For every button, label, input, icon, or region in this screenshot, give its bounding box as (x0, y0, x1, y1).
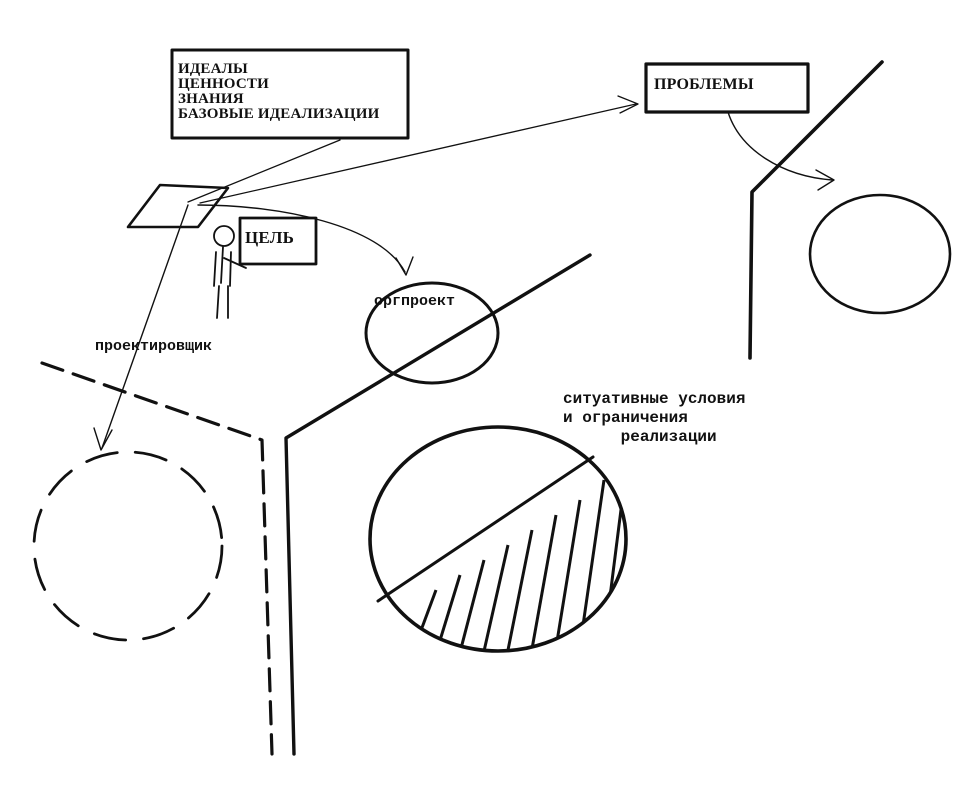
left-dashed-boundary (42, 363, 272, 754)
conditions-line-1: ситуативные условия (563, 390, 745, 408)
orgproject-label: оргпроект (374, 294, 455, 309)
problems-label: ПРОБЛЕМЫ (654, 77, 754, 93)
arrow-to-orgproject (198, 205, 405, 272)
arrow-to-dashed-circle (102, 205, 188, 448)
ideals-line-ideals: ИДЕАЛЫ (178, 62, 379, 77)
ideals-box-text: ИДЕАЛЫ ЦЕННОСТИ ЗНАНИЯ БАЗОВЫЕ ИДЕАЛИЗАЦ… (178, 62, 379, 122)
ideals-line-knowledge: ЗНАНИЯ (178, 92, 379, 107)
designer-label: проектировщик (95, 339, 212, 354)
conditions-line-3: реализации (621, 428, 717, 446)
arrowhead-orgproject (396, 257, 413, 275)
ray-to-ideals (188, 140, 340, 202)
ideals-line-values: ЦЕННОСТИ (178, 77, 379, 92)
arrowhead-dashed-circle (94, 428, 112, 450)
dashed-circle (34, 452, 222, 640)
right-circle (810, 195, 950, 313)
goal-label: ЦЕЛЬ (245, 229, 294, 246)
central-boundary-line (286, 255, 590, 754)
conditions-circle (370, 427, 626, 651)
conditions-circle-group (370, 427, 626, 660)
ideals-line-idealizations: БАЗОВЫЕ ИДЕАЛИЗАЦИИ (178, 107, 379, 122)
conditions-diagonal (378, 457, 593, 601)
conditions-line-2: и ограничения (563, 409, 688, 427)
conditions-label: ситуативные условия и ограничения реализ… (563, 390, 745, 447)
right-boundary-line (750, 62, 882, 358)
